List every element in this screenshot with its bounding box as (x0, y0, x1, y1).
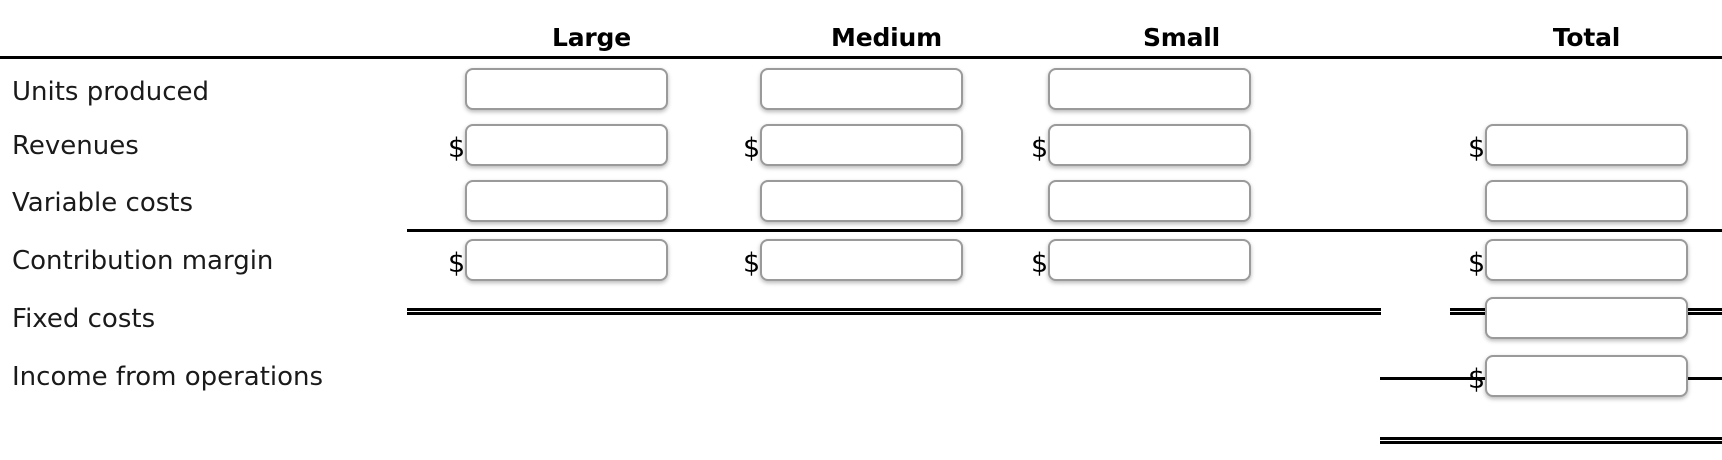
input-variable-costs-total[interactable] (1485, 180, 1688, 222)
input-contribution-margin-small[interactable] (1048, 239, 1251, 281)
input-revenues-large[interactable] (465, 124, 668, 166)
row-label-contribution-margin: Contribution margin (12, 246, 274, 276)
input-variable-costs-small[interactable] (1048, 180, 1251, 222)
input-revenues-small[interactable] (1048, 124, 1251, 166)
currency-symbol-contribution-margin-large: $ (448, 248, 466, 279)
input-variable-costs-large[interactable] (465, 180, 668, 222)
currency-symbol-contribution-margin-total: $ (1468, 248, 1486, 279)
input-contribution-margin-total[interactable] (1485, 239, 1688, 281)
input-revenues-total[interactable] (1485, 124, 1688, 166)
currency-symbol-contribution-margin-small: $ (1031, 248, 1049, 279)
input-contribution-margin-large[interactable] (465, 239, 668, 281)
input-units-produced-large[interactable] (465, 68, 668, 110)
column-header-medium: Medium (831, 23, 942, 52)
row-label-units-produced: Units produced (12, 77, 210, 107)
row-label-variable-costs: Variable costs (12, 188, 194, 218)
currency-symbol-income-from-operations-total: $ (1468, 364, 1486, 395)
currency-symbol-revenues-total: $ (1468, 133, 1486, 164)
input-fixed-costs-total[interactable] (1485, 297, 1688, 339)
input-contribution-margin-medium[interactable] (760, 239, 963, 281)
input-variable-costs-medium[interactable] (760, 180, 963, 222)
contribution-margin-top-rule (407, 229, 1722, 232)
row-label-income-from-operations: Income from operations (12, 362, 324, 392)
input-revenues-medium[interactable] (760, 124, 963, 166)
row-label-revenues: Revenues (12, 131, 139, 161)
currency-symbol-revenues-medium: $ (743, 133, 761, 164)
row-label-fixed-costs: Fixed costs (12, 304, 156, 334)
currency-symbol-contribution-margin-medium: $ (743, 248, 761, 279)
column-header-small: Small (1142, 23, 1221, 52)
header-bottom-rule (0, 56, 1722, 59)
column-header-total: Total (1552, 23, 1621, 52)
income-from-operations-bottom-rule (1380, 437, 1722, 444)
input-units-produced-small[interactable] (1048, 68, 1251, 110)
currency-symbol-revenues-small: $ (1031, 133, 1049, 164)
column-header-large: Large (552, 23, 631, 52)
input-units-produced-medium[interactable] (760, 68, 963, 110)
contribution-margin-bottom-rule-columns (407, 308, 1381, 315)
currency-symbol-revenues-large: $ (448, 133, 466, 164)
input-income-from-operations-total[interactable] (1485, 355, 1688, 397)
